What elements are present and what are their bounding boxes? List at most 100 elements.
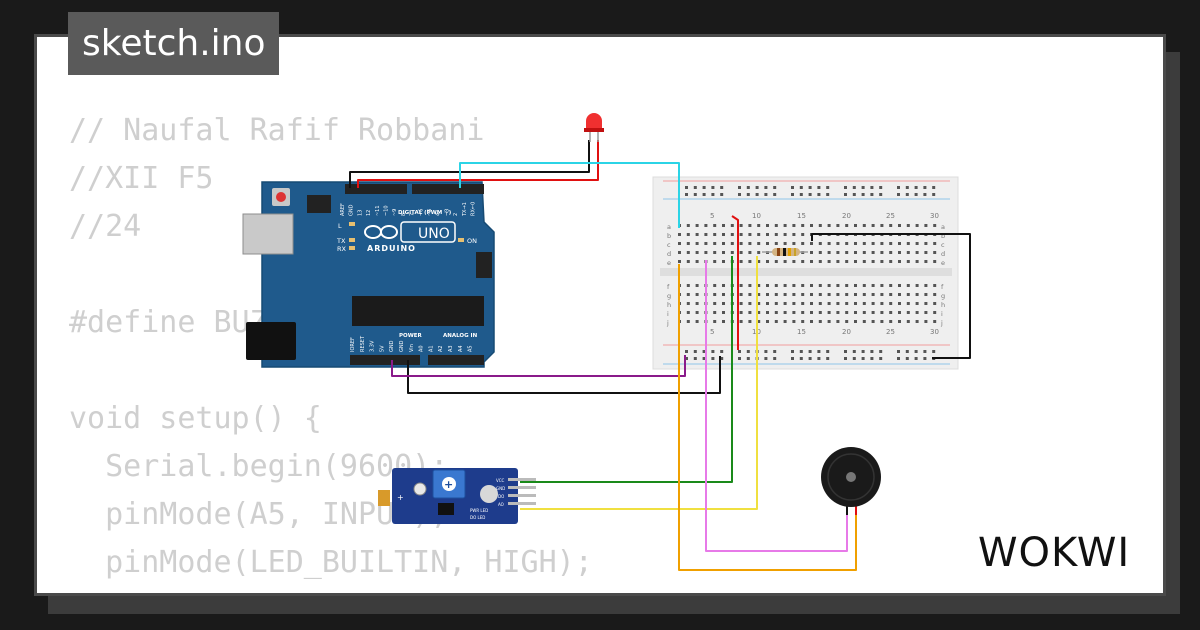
svg-text:f: f (941, 283, 944, 291)
code-editor: // Naufal Rafif Robbani//XII F5//24#defi… (69, 107, 593, 593)
pin-label: IOREF (350, 337, 356, 352)
digital-header-label: DIGITAL (PWM ~) (398, 210, 452, 216)
code-line: Serial.begin(9600); (69, 449, 449, 484)
arduino-logo-icon (364, 225, 398, 239)
potentiometer-icon: + (444, 478, 453, 491)
svg-text:30: 30 (930, 212, 939, 220)
svg-text:d: d (941, 250, 945, 258)
pin-label: 8 (401, 213, 407, 216)
analog-header-label: ANALOG IN (443, 333, 478, 339)
svg-text:b: b (667, 232, 671, 240)
pin-label: ~3 (444, 209, 450, 216)
svg-text:30: 30 (930, 328, 939, 336)
analog-header (428, 355, 484, 365)
svg-text:c: c (667, 241, 671, 249)
pin-label: 2 (453, 213, 459, 216)
code-line: //XII F5 (69, 161, 214, 196)
power-jack (246, 322, 296, 360)
reset-button-cap (276, 192, 286, 202)
sensor-pin-do: DO (498, 494, 504, 499)
pin-label: ~5 (427, 209, 433, 216)
led-tx (349, 238, 355, 242)
sensor-plus-label: + (397, 493, 404, 502)
pin-label: TX→1 (462, 202, 468, 217)
svg-text:j: j (940, 319, 943, 327)
pin-label: A3 (448, 345, 454, 352)
ldr-sensor-module: + + VCC GND DO AO PWR LED DO LED (378, 468, 536, 524)
svg-text:c: c (941, 241, 945, 249)
wire-cyan (459, 162, 680, 228)
sensor-led-do: DO LED (470, 515, 485, 520)
breadboard-row-letters: a b c d e f g h i j a b c d e f g h i j (666, 223, 945, 327)
pin-label: A1 (428, 345, 434, 352)
pin-label: GND (349, 204, 355, 216)
pin-label: GND (389, 340, 395, 352)
icsp2-header (476, 252, 492, 278)
arduino-uno-board: L TX RX ON UNO ARDUINO DIGITAL (PWM ~) P… (242, 181, 495, 368)
atmega-chip (352, 296, 484, 326)
svg-text:i: i (941, 310, 943, 318)
svg-text:25: 25 (886, 212, 895, 220)
pin-label: A2 (438, 345, 444, 352)
svg-text:25: 25 (886, 328, 895, 336)
power-header (350, 355, 420, 365)
svg-text:20: 20 (842, 328, 851, 336)
led-rx (349, 246, 355, 250)
code-line: void setup() { (69, 401, 322, 436)
svg-text:b: b (941, 232, 945, 240)
pin-label: 5V (379, 345, 385, 352)
code-line: // Naufal Rafif Robbani (69, 113, 485, 148)
wire-orange-buzzer (678, 264, 857, 571)
svg-text:e: e (941, 259, 945, 267)
pin-label: ~9 (392, 209, 398, 216)
led-on (458, 238, 464, 242)
svg-text:15: 15 (797, 328, 806, 336)
code-line: //24 (69, 209, 142, 244)
svg-text:g: g (941, 292, 945, 300)
red-led (584, 113, 604, 142)
icsp-header (307, 195, 331, 213)
svg-text:10: 10 (752, 212, 761, 220)
svg-text:20: 20 (842, 212, 851, 220)
power-header-label: POWER (399, 333, 423, 339)
svg-text:h: h (667, 301, 671, 309)
svg-text:h: h (941, 301, 945, 309)
digital-header-left (345, 184, 407, 194)
pin-label: 3.3V (370, 340, 376, 352)
pin-label: RX←0 (471, 202, 477, 216)
digital-header-right (412, 184, 484, 194)
code-line: pinMode(LED_BUILTIN, HIGH); (69, 545, 593, 580)
pin-label: A0 (419, 345, 425, 352)
buzzer (821, 447, 881, 515)
led-label-rx: RX (337, 245, 347, 253)
pin-label: 4 (436, 213, 442, 216)
pin-label: RESET (360, 335, 366, 352)
pin-label: ~10 (384, 205, 390, 216)
svg-text:5: 5 (710, 212, 714, 220)
uno-badge (400, 221, 456, 243)
pin-label: ~11 (375, 205, 381, 216)
resistor (762, 248, 808, 256)
wire-red-led (357, 140, 599, 188)
wire-violet-buzzer (705, 260, 848, 552)
sensor-pin-gnd: GND (496, 486, 505, 491)
pin-label: A4 (458, 345, 464, 352)
pin-label: 7 (410, 213, 416, 216)
svg-text:d: d (667, 250, 671, 258)
led-label-on: ON (467, 237, 477, 245)
file-name-badge: sketch.ino (68, 12, 280, 75)
svg-text:e: e (667, 259, 671, 267)
pin-label: A5 (468, 345, 474, 352)
sensor-pin-ao: AO (498, 502, 504, 507)
wire-yellow-sensor (520, 256, 758, 510)
usb-port (242, 213, 294, 255)
wire-black-led-gnd (349, 140, 590, 188)
svg-text:g: g (667, 292, 671, 300)
led-l (349, 222, 355, 226)
wires (349, 140, 971, 571)
breadboard: 5 10 15 20 25 30 5 10 15 20 25 30 a b c … (652, 176, 959, 370)
breadboard-column-numbers: 5 10 15 20 25 30 5 10 15 20 25 30 (710, 212, 939, 336)
